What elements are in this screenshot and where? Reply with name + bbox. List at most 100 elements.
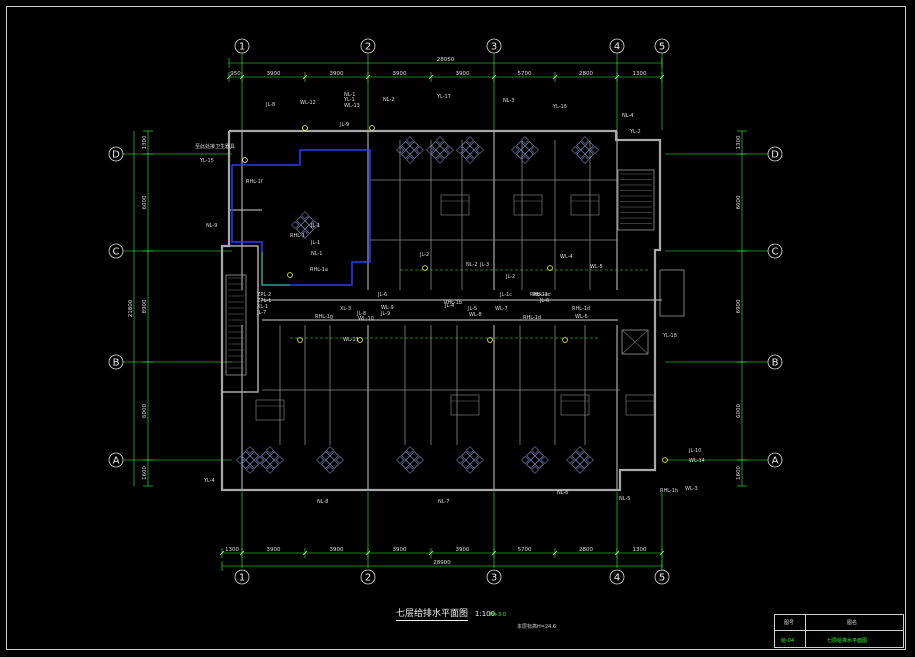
pipe-label: JL-7 [256, 310, 266, 316]
grid-label: 2 [365, 42, 371, 53]
pipe-label: WL-7 [495, 306, 508, 312]
dimension-total: 28050 [437, 57, 455, 63]
table-top [431, 141, 449, 159]
pipe-label: RHL-1c [533, 292, 551, 298]
chair [456, 146, 465, 154]
chair [571, 146, 580, 154]
grid-bubble [654, 569, 670, 585]
chair [291, 221, 300, 229]
pipe [500, 103, 510, 128]
chair [540, 456, 549, 464]
pipe-label: JL-9 [339, 122, 349, 128]
pipe-label: 至此处接卫生器具 [195, 143, 235, 150]
dimension-slash [428, 74, 434, 80]
riser-symbol [422, 265, 428, 271]
pipe [490, 318, 500, 340]
grid-label: D [771, 150, 779, 161]
grid-label: D [112, 150, 120, 161]
chair [466, 136, 474, 145]
pipe-label: RHL-1b [444, 300, 462, 306]
pipe-label: RHL-1h [660, 488, 678, 494]
pipe-label: RHL-1g [315, 314, 333, 320]
pipe [372, 102, 385, 128]
pipe-label: JL-8 [265, 102, 275, 108]
pipe-label: XL-3 [340, 306, 351, 312]
pipe-label: WL-12 [300, 100, 316, 106]
pipe-label: NL-5 [619, 496, 630, 502]
pipe-label: NL-9 [206, 223, 217, 229]
pipe [225, 478, 235, 490]
grid-bubble [108, 146, 124, 162]
drawing-title: 七层给排水平面图 1:100 [396, 606, 496, 621]
pipe-label: JL-1 [310, 223, 320, 229]
dimension-slash [552, 550, 558, 556]
table-top [261, 451, 279, 469]
pipe-label: JL-5 [467, 306, 477, 312]
dimension-text: 2800 [579, 547, 593, 553]
dining-table [256, 446, 284, 474]
riser-symbol [242, 157, 248, 163]
bed [513, 194, 543, 216]
pipe-label: WL-8 [469, 312, 482, 318]
chair [521, 155, 529, 164]
chair [436, 155, 444, 164]
grid-bubble [234, 569, 250, 585]
bed [625, 394, 655, 416]
dimension-text: 1600 [736, 466, 742, 480]
pipe-label: NL-1 [344, 92, 355, 98]
pipe-label: RHL-1d [523, 315, 541, 321]
pipe-label: YL-1 [343, 97, 355, 103]
drawing-title-text: 七层给排水平面图 [396, 609, 469, 621]
chair [456, 456, 465, 464]
pipe-label: JL-4 [444, 303, 454, 309]
dimension-text: 3900 [456, 71, 470, 77]
grid-label: B [772, 358, 779, 369]
dimension-slash [226, 74, 232, 80]
table-top [516, 141, 534, 159]
chair [246, 446, 254, 455]
grid-label: 1 [239, 42, 245, 53]
dining-table [291, 211, 319, 239]
chair [531, 446, 539, 455]
heating-zone-outline [231, 149, 371, 286]
bed [560, 394, 590, 416]
dining-table [396, 136, 424, 164]
dimension-text: 1600 [142, 466, 148, 480]
dimension-text: 3900 [330, 547, 344, 553]
dimension-slash [302, 74, 308, 80]
chair [396, 456, 405, 464]
dimension-text: 6000 [142, 195, 148, 209]
table-top [526, 451, 544, 469]
chair [475, 456, 484, 464]
pipe-label: XL-1 [257, 304, 268, 310]
riser-symbol [547, 265, 553, 271]
pipe [430, 100, 440, 128]
pipe-label: JL-6 [377, 292, 387, 298]
grid-bubble [609, 38, 625, 54]
dimension-text: 6900 [736, 299, 742, 313]
pipe [550, 268, 575, 335]
pipe-label: ZPL-1 [257, 298, 271, 304]
dining-table [521, 446, 549, 474]
riser-symbol [297, 337, 303, 343]
grid-label: C [113, 247, 120, 258]
drawing-scale: 1:100 [474, 610, 496, 618]
chair [576, 465, 584, 474]
pipe-label: RHL-1 [290, 233, 305, 239]
chair [396, 146, 405, 154]
dining-table [396, 446, 424, 474]
dining-table [571, 136, 599, 164]
shaft [659, 269, 685, 317]
pipe-label: RHL-1f [246, 179, 263, 185]
grid-bubble [360, 569, 376, 585]
chair [585, 456, 594, 464]
pipe-label: NL-3 [503, 98, 514, 104]
chair [335, 456, 344, 464]
pipe [305, 108, 318, 128]
dimension-text: 1300 [225, 547, 239, 553]
dining-table [316, 446, 344, 474]
chair [581, 155, 589, 164]
bed [570, 194, 600, 216]
pipe-label: WL-9 [381, 305, 394, 311]
